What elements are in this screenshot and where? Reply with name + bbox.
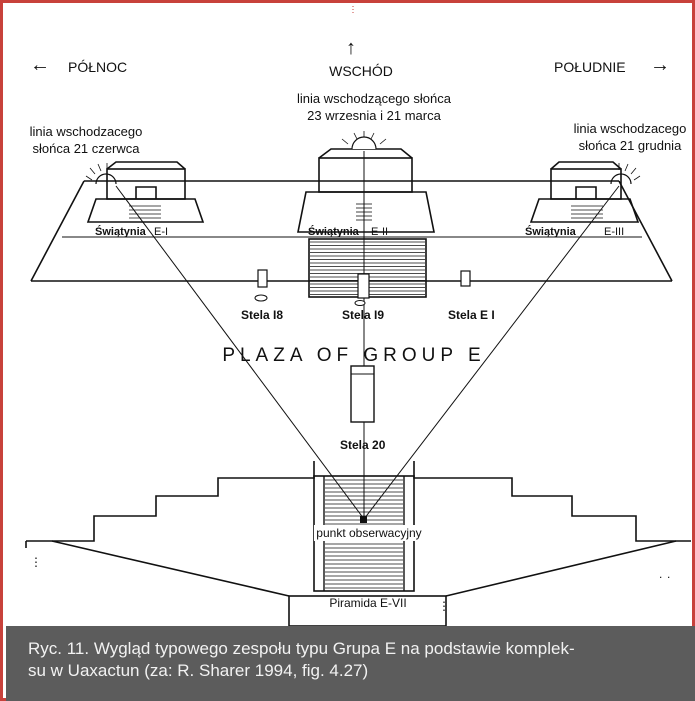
stela-19-marker — [357, 273, 370, 299]
temple-e-iii-label: Świątynia — [525, 225, 577, 238]
direction-east: WSCHÓD — [329, 63, 393, 79]
svg-text:.: . — [659, 567, 662, 581]
caption-line-1: Ryc. 11. Wygląd typowego zespołu typu Gr… — [28, 639, 575, 658]
stela-e1-marker — [460, 270, 471, 287]
south-arrow: → — [650, 54, 670, 76]
caption-line-2: su w Uaxactun (za: R. Sharer 1994, fig. … — [28, 661, 369, 680]
temple-e-i-label: Świątynia — [95, 225, 147, 238]
june-sunrise-label-2: słońca 21 czerwca — [33, 141, 141, 156]
temple-e-ii — [297, 131, 435, 298]
stela-19-label: Stela I9 — [342, 308, 384, 322]
pyramid-e-vii — [25, 461, 691, 626]
stela-20-label: Stela 20 — [340, 438, 386, 452]
stela-20-marker — [350, 365, 375, 423]
svg-text:⋮: ⋮ — [30, 555, 42, 569]
temple-e-i — [85, 161, 205, 223]
sight-lines — [115, 151, 620, 520]
stela-18-label: Stela I8 — [241, 308, 283, 322]
temple-e-i-code: E-I — [154, 226, 168, 238]
observation-point-label: punkt obserwacyjny — [316, 526, 421, 540]
equinox-sunrise-label-1: linia wschodzącego słońca — [297, 91, 452, 106]
north-arrow: ← — [30, 54, 50, 76]
figure-caption: Ryc. 11. Wygląd typowego zespołu typu Gr… — [6, 626, 695, 701]
stela-18-marker — [257, 269, 268, 288]
equinox-sunrise-label-2: 23 wrzesnia i 21 marca — [307, 108, 441, 123]
temple-e-iii — [529, 161, 641, 223]
observation-point-marker — [360, 516, 367, 523]
june-sunrise-label-1: linia wschodzacego — [30, 124, 143, 139]
plaza-label: PLAZA OF GROUP E — [222, 345, 485, 366]
group-e-diagram: ← PÓŁNOC ↑ WSCHÓD POŁUDNIE → linia wscho… — [25, 6, 691, 626]
december-sunrise-label-1: linia wschodzacego — [574, 121, 687, 136]
svg-text:⋮: ⋮ — [438, 599, 450, 613]
direction-north: PÓŁNOC — [68, 59, 127, 75]
temple-e-ii-code: E-II — [371, 226, 388, 238]
svg-text:.: . — [667, 567, 670, 581]
temple-e-iii-code: E-III — [604, 226, 624, 238]
east-arrow: ↑ — [346, 37, 356, 59]
temple-e-ii-label: Świątynia — [308, 225, 360, 238]
december-sunrise-label-2: słońca 21 grudnia — [579, 138, 682, 153]
stela-e1-label: Stela E I — [448, 308, 495, 322]
direction-south: POŁUDNIE — [554, 59, 626, 75]
pyramid-label: Piramida E-VII — [329, 596, 406, 610]
